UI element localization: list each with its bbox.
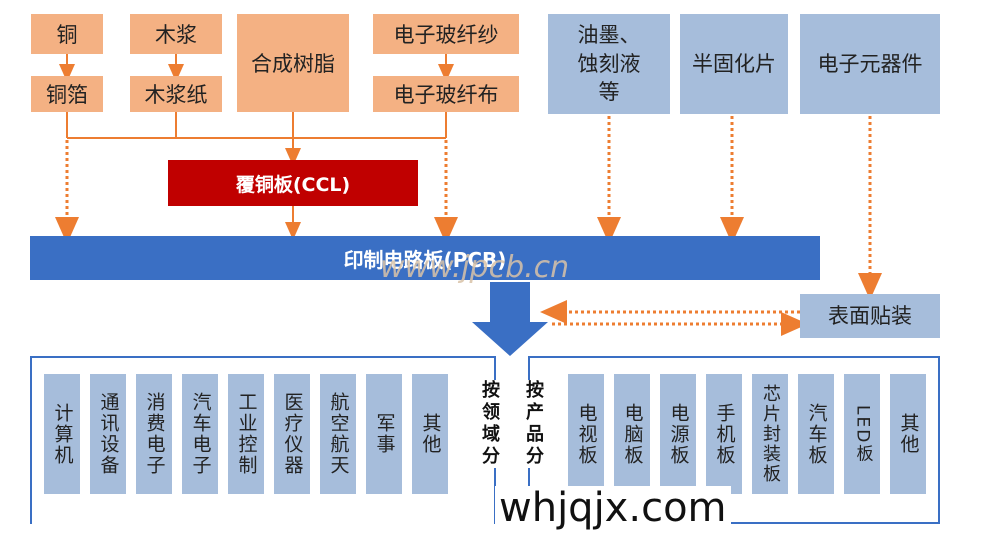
by-field-label: 按领域分 [476, 380, 502, 468]
smt-box: 表面贴装 [800, 294, 940, 338]
field-item-telecom: 通讯设备 [90, 374, 126, 494]
glass-cloth-box: 电子玻纤布 [373, 76, 519, 112]
copper-box: 铜 [31, 14, 103, 54]
field-item-military: 军事 [366, 374, 402, 494]
smt-label: 表面贴装 [828, 303, 912, 328]
field-item-consumer: 消费电子 [136, 374, 172, 494]
resin-label: 合成树脂 [251, 52, 335, 76]
field-item-auto: 汽车电子 [182, 374, 218, 494]
pcb-label: 印制电路板(PCB) [343, 247, 507, 272]
product-item-chip: 芯片封装板 [752, 374, 788, 494]
prepreg-label: 半固化片 [692, 51, 776, 76]
big-down-arrow [472, 282, 548, 356]
components-box: 电子元器件 [800, 14, 940, 114]
ccl-box: 覆铜板(CCL) [168, 160, 418, 206]
glass-cloth-label: 电子玻纤布 [393, 83, 499, 107]
pulp-paper-box: 木浆纸 [130, 76, 222, 112]
copper-foil-box: 铜箔 [31, 76, 103, 112]
glass-yarn-label: 电子玻纤纱 [393, 23, 499, 47]
components-label: 电子元器件 [817, 51, 923, 76]
field-item-other: 其他 [412, 374, 448, 494]
watermark-jpcb: www.jpcb.cn [380, 250, 570, 285]
product-item-pc: 电脑板 [614, 374, 650, 494]
prepreg-box: 半固化片 [680, 14, 788, 114]
pulp-box: 木浆 [130, 14, 222, 54]
product-item-phone: 手机板 [706, 374, 742, 494]
field-item-computer: 计算机 [44, 374, 80, 494]
field-item-aerospace: 航空航天 [320, 374, 356, 494]
glass-yarn-box: 电子玻纤纱 [373, 14, 519, 54]
resin-box: 合成树脂 [237, 14, 349, 112]
product-item-auto: 汽车板 [798, 374, 834, 494]
pcb-bar: 印制电路板(PCB) [30, 236, 820, 280]
product-item-tv: 电视板 [568, 374, 604, 494]
by-product-label: 按产品分 [520, 380, 546, 468]
pulp-label: 木浆 [155, 23, 197, 47]
ccl-label: 覆铜板(CCL) [235, 173, 351, 196]
field-item-industrial: 工业控制 [228, 374, 264, 494]
pulp-paper-label: 木浆纸 [144, 83, 208, 107]
copper-foil-label: 铜箔 [46, 83, 88, 107]
copper-label: 铜 [56, 23, 78, 47]
watermark-whjqjx: whjqjx.com [495, 486, 731, 530]
ink-label: 油墨、蚀刻液等 [577, 23, 641, 105]
field-item-medical: 医疗仪器 [274, 374, 310, 494]
ink-box: 油墨、蚀刻液等 [548, 14, 670, 114]
product-item-power: 电源板 [660, 374, 696, 494]
product-item-led: LED板 [844, 374, 880, 494]
product-item-other: 其他 [890, 374, 926, 494]
